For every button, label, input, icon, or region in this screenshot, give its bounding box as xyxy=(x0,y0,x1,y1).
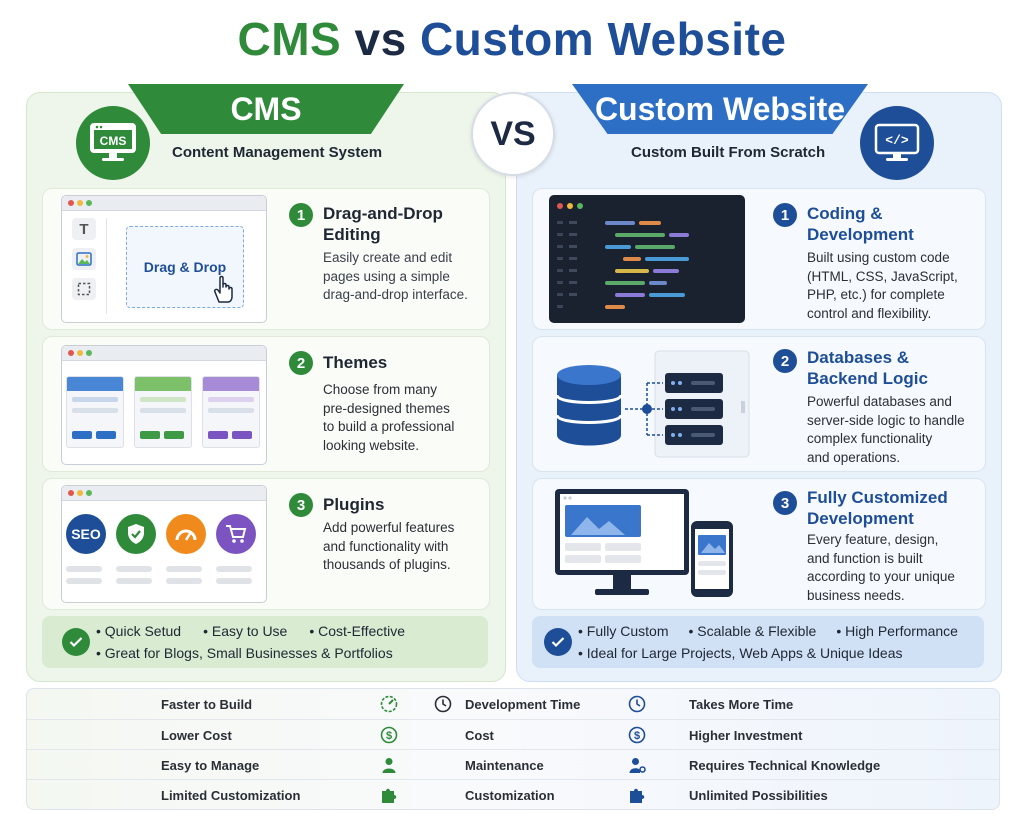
dollar-icon: $ xyxy=(627,725,647,745)
table-row: Lower Cost $ Cost $ Higher Investment xyxy=(27,719,999,750)
code-logo-text: </> xyxy=(885,133,909,148)
step-number: 2 xyxy=(289,351,313,375)
aspect-label: Development Time xyxy=(465,697,581,712)
cms-value: Limited Customization xyxy=(161,788,301,803)
step-number: 1 xyxy=(289,203,313,227)
cms-logo-text: CMS xyxy=(100,134,127,148)
feature-title: Coding &Development xyxy=(807,204,914,244)
custom-value: Higher Investment xyxy=(689,728,803,743)
theme-card-blue xyxy=(66,376,124,448)
step-number: 2 xyxy=(773,349,797,373)
responsive-devices-illustration xyxy=(555,489,733,597)
benefit-line-1: • Quick Setud• Easy to Use• Cost-Effecti… xyxy=(96,623,406,639)
theme-card-purple xyxy=(202,376,260,448)
code-editor-illustration xyxy=(549,195,745,323)
cms-value: Faster to Build xyxy=(161,697,253,712)
step-number: 3 xyxy=(289,493,313,517)
image-tool-icon xyxy=(72,248,96,270)
feature-title: Databases &Backend Logic xyxy=(807,348,928,388)
theme-card-green xyxy=(134,376,192,448)
cms-value: Easy to Manage xyxy=(161,758,260,773)
cms-monitor-icon: CMS xyxy=(76,106,150,180)
dollar-icon: $ xyxy=(379,725,399,745)
table-row: Easy to Manage Maintenance Requires Tech… xyxy=(27,749,999,780)
cms-banner: CMS xyxy=(128,84,404,134)
themes-illustration xyxy=(61,345,267,465)
custom-feature-card-1: 1 Coding &Development Built using custom… xyxy=(532,188,986,330)
custom-value: Requires Technical Knowledge xyxy=(689,758,881,773)
puzzle-icon xyxy=(627,785,647,805)
database-server-illustration xyxy=(555,350,750,458)
feature-description: Built using custom code(HTML, CSS, JavaS… xyxy=(807,250,958,321)
drag-drop-illustration: T Drag & Drop xyxy=(61,195,267,323)
hand-cursor-icon xyxy=(214,275,233,303)
benefit-line-1: • Fully Custom• Scalable & Flexible• Hig… xyxy=(578,623,958,639)
step-number: 1 xyxy=(773,203,797,227)
cms-benefits: • Quick Setud• Easy to Use• Cost-Effecti… xyxy=(42,616,488,668)
aspect-label: Customization xyxy=(465,788,555,803)
code-monitor-icon: </> xyxy=(860,106,934,180)
custom-value: Takes More Time xyxy=(689,697,794,712)
custom-feature-card-2: 2 Databases &Backend Logic Powerful data… xyxy=(532,336,986,472)
svg-text:$: $ xyxy=(386,730,392,742)
custom-banner: Custom Website xyxy=(572,84,868,134)
clock-icon xyxy=(433,694,453,714)
user-gear-icon xyxy=(627,755,647,775)
table-row: Faster to Build Development Time Takes M… xyxy=(27,689,999,719)
vs-badge: VS xyxy=(471,92,555,176)
speed-plugin-icon xyxy=(166,514,206,554)
text-tool-icon: T xyxy=(72,218,96,240)
user-icon xyxy=(379,755,399,775)
clock-icon xyxy=(627,694,647,714)
custom-benefits: • Fully Custom• Scalable & Flexible• Hig… xyxy=(532,616,984,668)
check-icon xyxy=(62,628,90,656)
title-custom: Custom Website xyxy=(419,13,787,65)
cart-plugin-icon xyxy=(216,514,256,554)
feature-description: Every feature, design,and function is bu… xyxy=(807,532,955,603)
feature-title: Plugins xyxy=(323,495,385,514)
comparison-table: Faster to Build Development Time Takes M… xyxy=(26,688,1000,810)
page-title: CMS vs Custom Website xyxy=(0,12,1024,66)
aspect-label: Cost xyxy=(465,728,494,743)
feature-title: Themes xyxy=(323,353,388,372)
puzzle-icon xyxy=(379,785,399,805)
benefit-line-2: • Ideal for Large Projects, Web Apps & U… xyxy=(578,645,903,661)
check-icon xyxy=(544,628,572,656)
benefit-line-2: • Great for Blogs, Small Businesses & Po… xyxy=(96,645,393,661)
seo-plugin-icon: SEO xyxy=(66,514,106,554)
title-cms: CMS xyxy=(237,13,342,65)
custom-subtitle: Custom Built From Scratch xyxy=(631,144,826,161)
svg-text:$: $ xyxy=(634,730,640,742)
aspect-label: Maintenance xyxy=(465,758,544,773)
cms-subtitle: Content Management System xyxy=(172,144,383,161)
table-row: Limited Customization Customization Unli… xyxy=(27,779,999,810)
shield-plugin-icon xyxy=(116,514,156,554)
plugins-illustration: SEO xyxy=(61,485,267,603)
select-tool-icon xyxy=(72,278,96,300)
step-number: 3 xyxy=(773,491,797,515)
cms-value: Lower Cost xyxy=(161,728,232,743)
custom-value: Unlimited Possibilities xyxy=(689,788,828,803)
title-vs: vs xyxy=(354,13,407,65)
speedometer-icon xyxy=(379,694,399,714)
